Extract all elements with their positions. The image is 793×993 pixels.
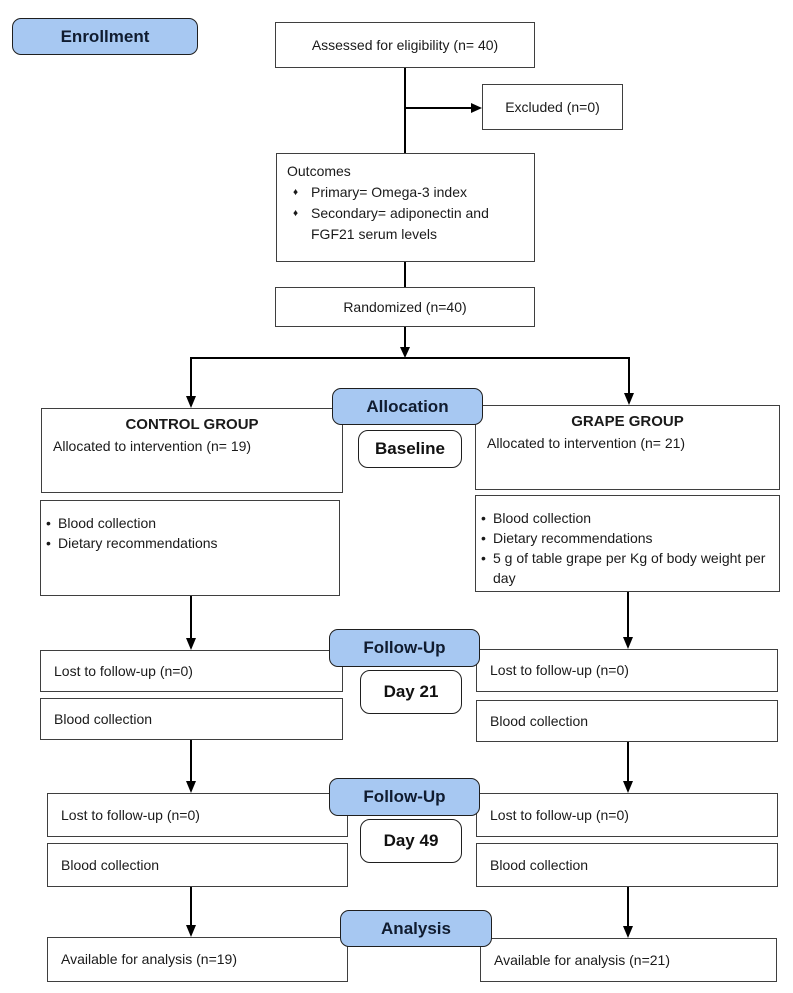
arrow-down-grape-alloc bbox=[624, 393, 634, 405]
grape-blood-day49-box: Blood collection bbox=[476, 843, 778, 887]
assessed-box: Assessed for eligibility (n= 40) bbox=[275, 22, 535, 68]
dot-bullet-icon: • bbox=[481, 550, 486, 566]
grape-lost-day21-box: Lost to follow-up (n=0) bbox=[476, 649, 778, 692]
grape-lost-day49-box: Lost to follow-up (n=0) bbox=[476, 793, 778, 837]
intervention-item-text: Dietary recommendations bbox=[493, 530, 653, 546]
intervention-item: • Blood collection bbox=[480, 508, 773, 528]
grape-intervention-list: • Blood collection • Dietary recommendat… bbox=[480, 508, 773, 588]
arrow-down-grape-an bbox=[623, 926, 633, 938]
grape-blood-day21-box: Blood collection bbox=[476, 700, 778, 742]
outcomes-item: ♦ Secondary= adiponectin and FGF21 serum… bbox=[287, 203, 526, 245]
control-intervention-box: • Blood collection • Dietary recommendat… bbox=[40, 500, 340, 596]
allocation-badge: Allocation bbox=[332, 388, 483, 425]
baseline-badge: Baseline bbox=[358, 430, 462, 468]
grape-group-box: GRAPE GROUP Allocated to intervention (n… bbox=[475, 405, 780, 490]
intervention-item: • Blood collection bbox=[45, 513, 333, 533]
control-allocated-text: Allocated to intervention (n= 19) bbox=[53, 437, 252, 454]
intervention-item-text: Dietary recommendations bbox=[58, 535, 218, 551]
arrowheads bbox=[186, 103, 634, 938]
control-blood-day21-box: Blood collection bbox=[40, 698, 343, 740]
randomized-box: Randomized (n=40) bbox=[275, 287, 535, 327]
intervention-item-text: 5 g of table grape per Kg of body weight… bbox=[493, 550, 766, 586]
control-group-title: CONTROL GROUP bbox=[125, 416, 259, 433]
intervention-item: • Dietary recommendations bbox=[45, 533, 333, 553]
grape-available-box: Available for analysis (n=21) bbox=[480, 938, 777, 982]
enrollment-badge: Enrollment bbox=[12, 18, 198, 55]
arrow-down-control-an bbox=[186, 925, 196, 937]
followup-day49-badge: Follow-Up bbox=[329, 778, 480, 816]
arrow-down-control-fu2 bbox=[186, 781, 196, 793]
grape-allocated-text: Allocated to intervention (n= 21) bbox=[487, 434, 686, 451]
day49-badge: Day 49 bbox=[360, 819, 462, 863]
arrow-right-excluded bbox=[471, 103, 482, 113]
excluded-box: Excluded (n=0) bbox=[482, 84, 623, 130]
arrow-down-split bbox=[400, 347, 410, 358]
arrow-down-control-fu1 bbox=[186, 638, 196, 650]
intervention-item: • Dietary recommendations bbox=[480, 528, 773, 548]
control-lost-day49-box: Lost to follow-up (n=0) bbox=[47, 793, 348, 837]
diamond-bullet-icon: ♦ bbox=[293, 208, 299, 220]
analysis-badge: Analysis bbox=[340, 910, 492, 947]
followup-day21-badge: Follow-Up bbox=[329, 629, 480, 667]
dot-bullet-icon: • bbox=[481, 530, 486, 546]
arrow-down-grape-fu1 bbox=[623, 637, 633, 649]
arrow-down-grape-fu2 bbox=[623, 781, 633, 793]
intervention-item-text: Blood collection bbox=[58, 515, 157, 531]
control-available-box: Available for analysis (n=19) bbox=[47, 937, 348, 982]
intervention-item-text: Blood collection bbox=[493, 510, 592, 526]
intervention-item: • 5 g of table grape per Kg of body weig… bbox=[480, 548, 773, 588]
outcomes-box: Outcomes ♦ Primary= Omega-3 index ♦ Seco… bbox=[276, 153, 535, 262]
dot-bullet-icon: • bbox=[481, 510, 486, 526]
outcomes-item: ♦ Primary= Omega-3 index bbox=[287, 182, 526, 203]
control-blood-day49-box: Blood collection bbox=[47, 843, 348, 887]
arrow-down-control-alloc bbox=[186, 396, 196, 408]
diamond-bullet-icon: ♦ bbox=[293, 187, 299, 199]
flow-lines bbox=[190, 68, 630, 927]
control-lost-day21-box: Lost to follow-up (n=0) bbox=[40, 650, 343, 692]
outcomes-list: ♦ Primary= Omega-3 index ♦ Secondary= ad… bbox=[287, 182, 526, 245]
grape-intervention-box: • Blood collection • Dietary recommendat… bbox=[475, 495, 780, 592]
control-intervention-list: • Blood collection • Dietary recommendat… bbox=[45, 513, 333, 553]
outcomes-title: Outcomes bbox=[287, 163, 351, 179]
grape-group-title: GRAPE GROUP bbox=[571, 413, 684, 430]
dot-bullet-icon: • bbox=[46, 515, 51, 531]
outcomes-item-text: Secondary= adiponectin and FGF21 serum l… bbox=[311, 205, 489, 243]
dot-bullet-icon: • bbox=[46, 535, 51, 551]
control-group-box: CONTROL GROUP Allocated to intervention … bbox=[41, 408, 343, 493]
outcomes-item-text: Primary= Omega-3 index bbox=[311, 184, 468, 201]
day21-badge: Day 21 bbox=[360, 670, 462, 714]
